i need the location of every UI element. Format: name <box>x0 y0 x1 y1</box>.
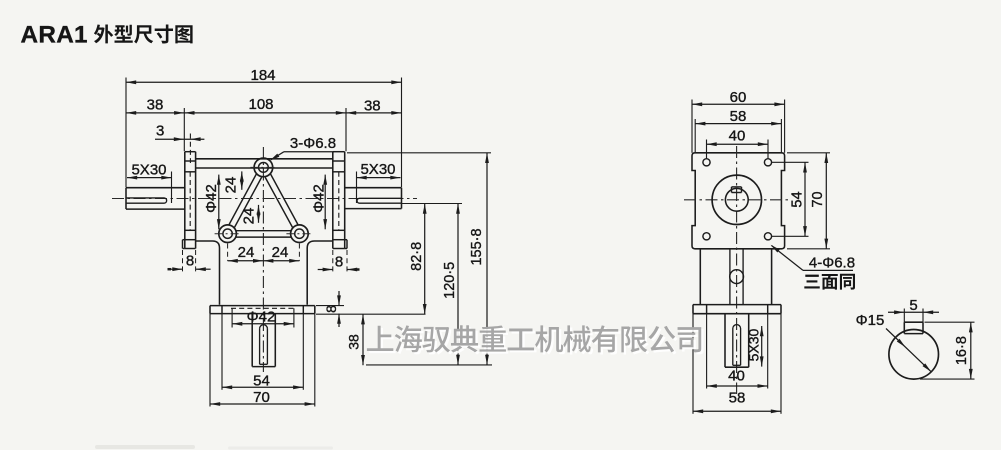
svg-text:38: 38 <box>364 97 381 114</box>
svg-text:5X30: 5X30 <box>745 328 761 361</box>
svg-text:40: 40 <box>728 367 745 384</box>
svg-text:38: 38 <box>345 334 361 350</box>
svg-text:120·5: 120·5 <box>442 262 458 299</box>
svg-text:8: 8 <box>323 305 339 313</box>
svg-text:82·8: 82·8 <box>409 242 425 271</box>
svg-text:40: 40 <box>729 127 746 144</box>
svg-text:155·8: 155·8 <box>469 228 485 265</box>
svg-text:54: 54 <box>253 373 270 390</box>
svg-text:8: 8 <box>186 253 194 270</box>
svg-text:24: 24 <box>240 208 257 225</box>
svg-text:Φ15: Φ15 <box>856 312 885 329</box>
svg-text:5: 5 <box>909 297 917 314</box>
svg-text:Φ42: Φ42 <box>247 309 276 326</box>
svg-text:8: 8 <box>335 254 343 271</box>
svg-text:5X30: 5X30 <box>131 161 166 178</box>
svg-text:24: 24 <box>272 244 289 261</box>
svg-text:4-Φ6.8: 4-Φ6.8 <box>809 255 855 272</box>
svg-text:5X30: 5X30 <box>360 161 395 178</box>
svg-text:60: 60 <box>730 89 747 106</box>
svg-text:Φ42: Φ42 <box>310 184 327 213</box>
svg-text:54: 54 <box>790 191 806 207</box>
svg-text:38: 38 <box>147 96 164 113</box>
svg-text:184: 184 <box>250 67 275 84</box>
svg-text:58: 58 <box>730 108 747 125</box>
svg-text:3: 3 <box>156 123 164 140</box>
svg-text:ARA1: ARA1 <box>21 22 88 49</box>
svg-text:70: 70 <box>810 191 826 207</box>
svg-text:16·8: 16·8 <box>954 336 970 365</box>
svg-text:3-Φ6.8: 3-Φ6.8 <box>290 135 336 152</box>
svg-text:70: 70 <box>253 389 270 406</box>
svg-text:24: 24 <box>222 177 239 194</box>
svg-text:58: 58 <box>729 389 746 406</box>
svg-text:108: 108 <box>248 96 273 113</box>
svg-text:24: 24 <box>238 244 255 261</box>
svg-text:Φ42: Φ42 <box>203 184 220 213</box>
